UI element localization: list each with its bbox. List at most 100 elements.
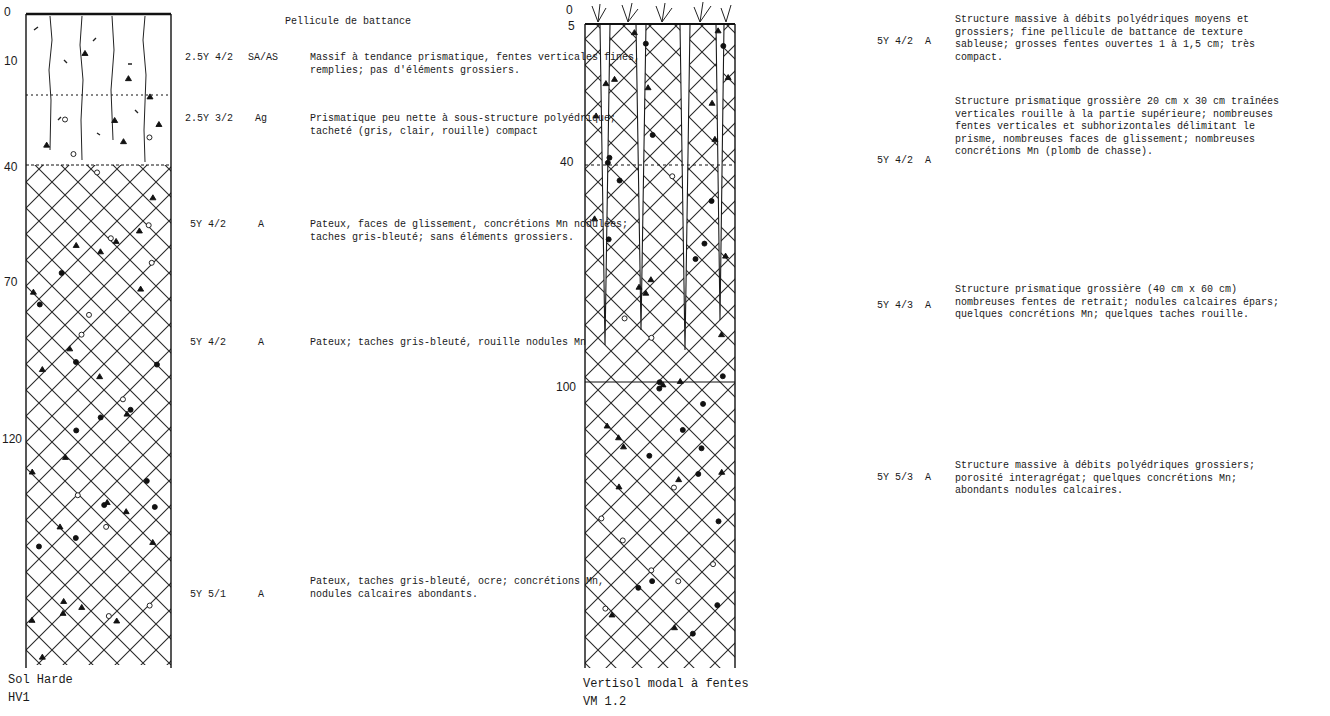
profile-border	[734, 24, 735, 668]
concretion-mark	[599, 516, 604, 521]
munsell-color: 5Y 4/2	[190, 337, 226, 350]
crack	[143, 16, 146, 162]
concretion-mark	[74, 428, 79, 433]
concretion-mark	[709, 100, 715, 105]
horizon-description: Prismatique peu nette à sous-structure p…	[310, 113, 645, 138]
concretion-mark	[120, 139, 126, 144]
concretion-mark	[60, 610, 66, 615]
concretion-mark	[643, 41, 648, 46]
concretion-mark	[702, 241, 707, 246]
concretion-mark	[649, 568, 654, 573]
horizon-code: A	[258, 589, 264, 602]
concretion-mark	[59, 270, 64, 275]
concretion-mark	[147, 603, 152, 608]
concretion-mark	[645, 85, 651, 90]
concretion-mark	[62, 454, 68, 459]
profile-title: Vertisol modal à fentes	[583, 676, 749, 692]
concretion-mark	[147, 94, 153, 99]
concretion-mark	[73, 242, 79, 247]
concretion-mark	[106, 614, 111, 619]
munsell-color: 2.5Y 4/2	[185, 52, 233, 65]
profile-title: Sol Harde	[8, 672, 73, 688]
concretion-mark	[676, 477, 682, 482]
concretion-mark	[120, 397, 125, 402]
concretion-mark	[701, 401, 706, 406]
concretion-mark	[621, 444, 627, 449]
vegetation	[592, 2, 731, 22]
concretion-mark	[95, 170, 100, 175]
munsell-color: 5Y 4/2	[877, 36, 913, 49]
horizon-code: SA/AS	[248, 52, 278, 65]
left-profile	[5, 14, 171, 668]
crack	[80, 16, 83, 160]
concretion-mark	[104, 500, 110, 505]
munsell-color: 5Y 5/1	[190, 589, 226, 602]
concretion-mark	[622, 316, 627, 321]
munsell-color: 2.5Y 3/2	[185, 113, 233, 126]
concretion-mark	[709, 199, 714, 204]
concretion-mark	[715, 28, 721, 33]
right-profile	[585, 2, 735, 668]
concretion-mark	[73, 360, 78, 365]
concretion-mark	[114, 618, 120, 623]
horizon-description: Structure prismatique grossière 20 cm x …	[955, 96, 1285, 159]
concretion-mark	[144, 478, 149, 483]
horizon-code: A	[925, 472, 931, 485]
concretion-mark	[605, 160, 610, 165]
horizon-description: Pateux, faces de glissement, concrétions…	[310, 219, 645, 244]
concretion-mark	[607, 155, 612, 160]
concretion-mark	[98, 415, 103, 420]
concretion-mark	[690, 631, 695, 636]
horizon-code: A	[258, 337, 264, 350]
crack-detail	[34, 27, 138, 135]
horizon-code: A	[925, 155, 931, 168]
concretion-mark	[149, 260, 154, 265]
horizon-boundary	[26, 165, 171, 166]
concretion-mark	[647, 453, 652, 458]
horizon-description: Pateux; taches gris-bleuté, rouille nodu…	[310, 337, 645, 350]
concretion-mark	[79, 604, 85, 609]
concretion-mark	[606, 237, 611, 242]
concretion-mark	[128, 407, 133, 412]
concretion-mark	[97, 249, 103, 254]
concretion-mark	[97, 374, 103, 379]
concretion-mark	[671, 625, 677, 630]
depth-mark: 10	[4, 55, 17, 68]
concretion-mark	[671, 485, 676, 490]
concretion-mark	[108, 236, 113, 241]
munsell-color: 5Y 4/2	[877, 155, 913, 168]
munsell-color: 5Y 5/3	[877, 472, 913, 485]
concretion-mark	[696, 471, 701, 476]
concretion-mark	[603, 81, 609, 86]
concretion-mark	[124, 411, 130, 416]
concretion-mark	[636, 284, 642, 289]
horizon-code: Ag	[255, 113, 267, 126]
concretion-mark	[677, 378, 683, 383]
depth-mark: 70	[4, 276, 17, 289]
concretion-mark	[36, 544, 41, 549]
concretion-mark	[150, 539, 156, 544]
concretion-mark	[676, 579, 681, 584]
concretion-mark	[711, 562, 716, 567]
concretion-mark	[147, 135, 152, 140]
soil-surface	[26, 13, 171, 16]
concretion-mark	[604, 423, 610, 428]
surface-note: Pellicule de battance	[285, 16, 411, 29]
concretion-mark	[123, 509, 129, 514]
concretion-mark	[680, 427, 685, 432]
soil-surface	[585, 23, 735, 25]
concretion-mark	[693, 257, 698, 262]
crack	[49, 16, 52, 150]
concretion-mark	[113, 238, 119, 243]
concretion-mark	[150, 195, 156, 200]
concretion-mark	[37, 302, 42, 307]
concretion-mark	[716, 519, 721, 524]
concretion-mark	[649, 335, 654, 340]
concretion-mark	[603, 606, 608, 611]
concretion-mark	[73, 536, 78, 541]
concretion-mark	[650, 579, 655, 584]
concretion-mark	[29, 617, 35, 622]
concretion-mark	[612, 76, 618, 81]
concretion-mark	[75, 493, 80, 498]
